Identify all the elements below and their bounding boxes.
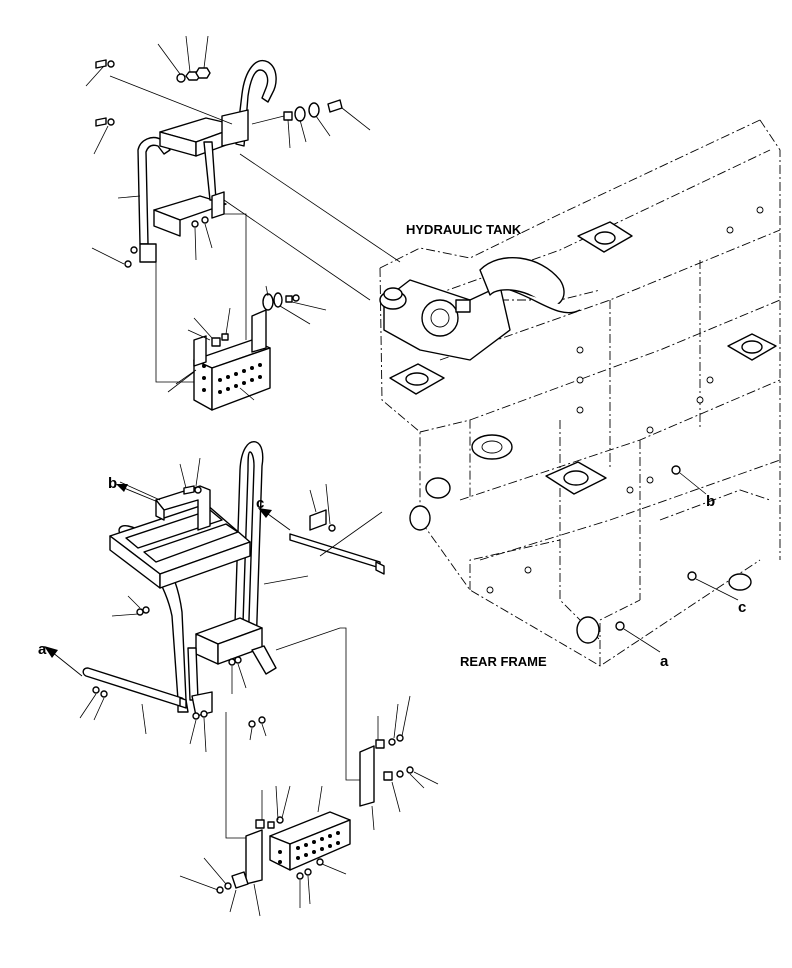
- mount-pad-1: [577, 221, 633, 253]
- frame-bolt-c: [687, 571, 739, 601]
- support-arm-a: [82, 667, 187, 709]
- mount-pad-3: [545, 461, 607, 495]
- ref-label-c-right: c: [738, 599, 746, 616]
- lower-hardware: [136, 485, 266, 728]
- mount-pad-5: [471, 434, 513, 460]
- ref-label-b-right: b: [706, 493, 715, 510]
- lower-leader-lines: [79, 457, 383, 839]
- arrow-c-left: [258, 508, 291, 531]
- arrow-a-left: [44, 646, 83, 677]
- hydraulic-tank-label: HYDRAULIC TANK: [406, 222, 522, 237]
- upper-hardware: [95, 59, 343, 268]
- support-arm-c: [289, 509, 385, 575]
- ref-label-a-right: a: [660, 653, 669, 670]
- mount-pad-2: [389, 363, 445, 395]
- frame-bolt-b: [671, 465, 707, 495]
- rear-frame-label: REAR FRAME: [460, 654, 547, 669]
- rear-frame-assembly: [379, 119, 781, 667]
- upper-leader-lines: [85, 35, 401, 383]
- upper-ladder-assembly: [137, 59, 277, 263]
- arrow-b-left: [116, 484, 159, 503]
- ref-label-a-left: a: [38, 641, 47, 658]
- mount-pad-4: [727, 333, 777, 361]
- frame-bolt-a: [615, 621, 661, 653]
- lower-ladder-assembly: [109, 441, 277, 717]
- upper-step-plate: [167, 285, 327, 411]
- ref-label-c-left: c: [256, 495, 264, 512]
- lower-step-plate: [179, 695, 439, 917]
- ref-label-b-left: b: [108, 475, 117, 492]
